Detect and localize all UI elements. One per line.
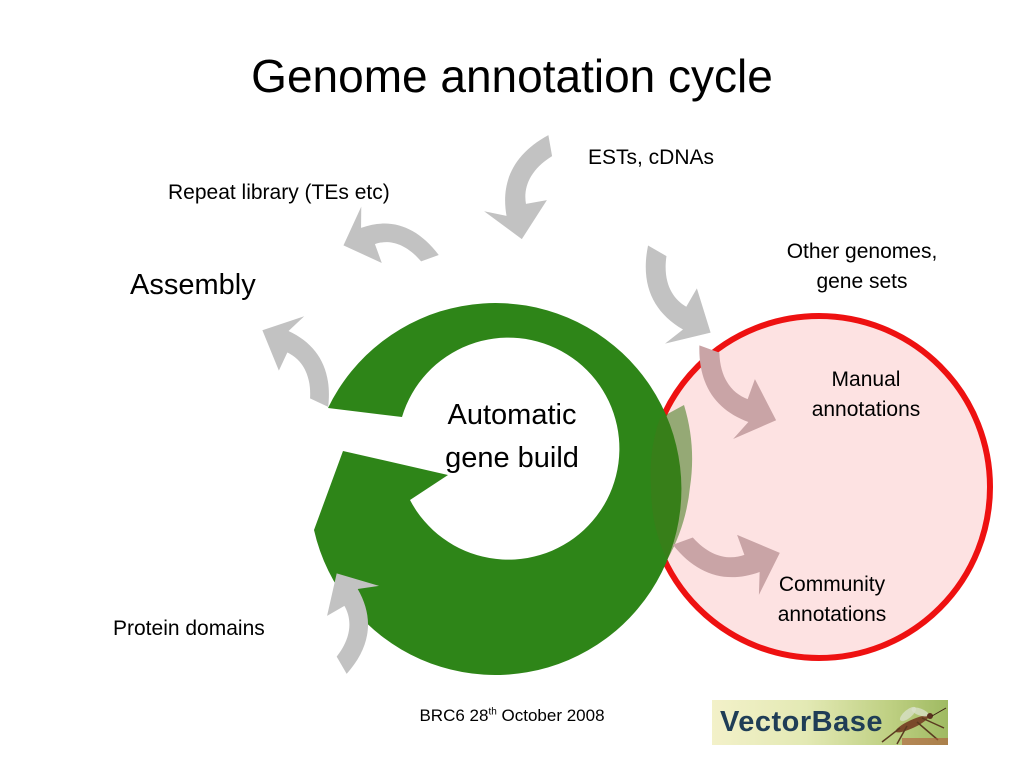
label-protein-domains: Protein domains bbox=[113, 617, 265, 640]
label-ests: ESTs, cDNAs bbox=[588, 146, 715, 169]
cycle-ring bbox=[314, 303, 682, 676]
logo-text: VectorBase bbox=[720, 706, 883, 738]
label-assembly: Assembly bbox=[130, 269, 256, 301]
center-label: Automatic gene build bbox=[445, 399, 579, 474]
page-title: Genome annotation cycle bbox=[251, 50, 773, 102]
cycle-ring-overlap bbox=[650, 405, 693, 560]
label-manual-annotations: Manual annotations bbox=[811, 368, 921, 421]
label-community-annotations: Community annotations bbox=[777, 573, 887, 626]
vectorbase-logo: VectorBase bbox=[712, 700, 948, 745]
arrow-other-genomes bbox=[609, 245, 733, 361]
label-repeat-library: Repeat library (TEs etc) bbox=[168, 181, 390, 204]
label-other-genomes: Other genomes, gene sets bbox=[786, 240, 938, 293]
footer-text: BRC6 28th October 2008 bbox=[419, 706, 605, 725]
arrow-ests bbox=[473, 135, 566, 245]
mosquito-icon bbox=[881, 706, 948, 745]
